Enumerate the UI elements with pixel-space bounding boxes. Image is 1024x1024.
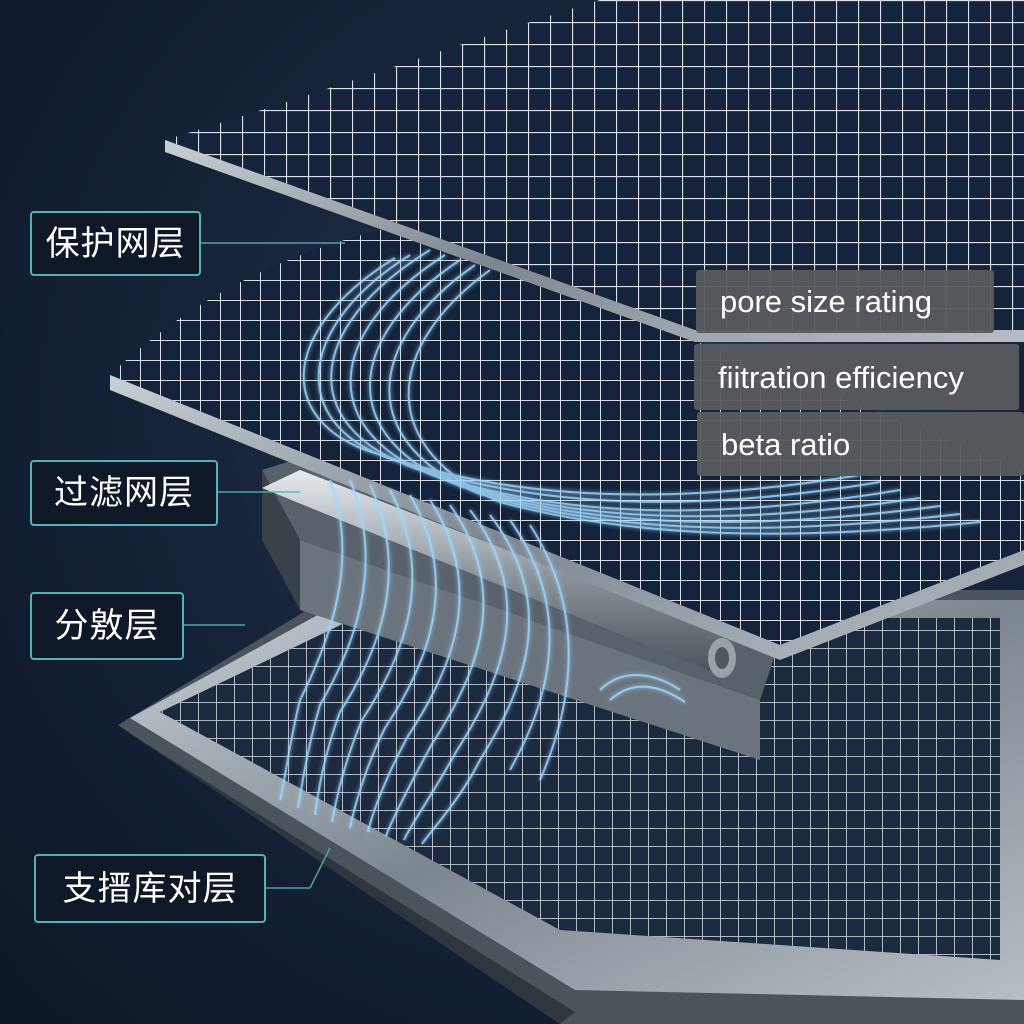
support-layer-tray <box>118 590 1024 1024</box>
protection-mesh-layer <box>165 0 1024 342</box>
param-beta-ratio: beta ratio <box>697 412 1024 476</box>
leader-lines <box>183 242 345 889</box>
flow-lines <box>279 249 981 845</box>
filtration-mesh-layer <box>110 225 1024 660</box>
label-filtration-layer: 过滤网层 <box>30 460 218 526</box>
param-pore-size: pore size rating <box>696 270 994 333</box>
label-support-layer: 支搢库对层 <box>34 854 266 923</box>
label-dispersion-layer: 分敫层 <box>30 592 184 660</box>
label-protection-layer: 保护网层 <box>30 211 201 276</box>
param-filtration-efficiency: fiitration efficiency <box>694 344 1019 410</box>
